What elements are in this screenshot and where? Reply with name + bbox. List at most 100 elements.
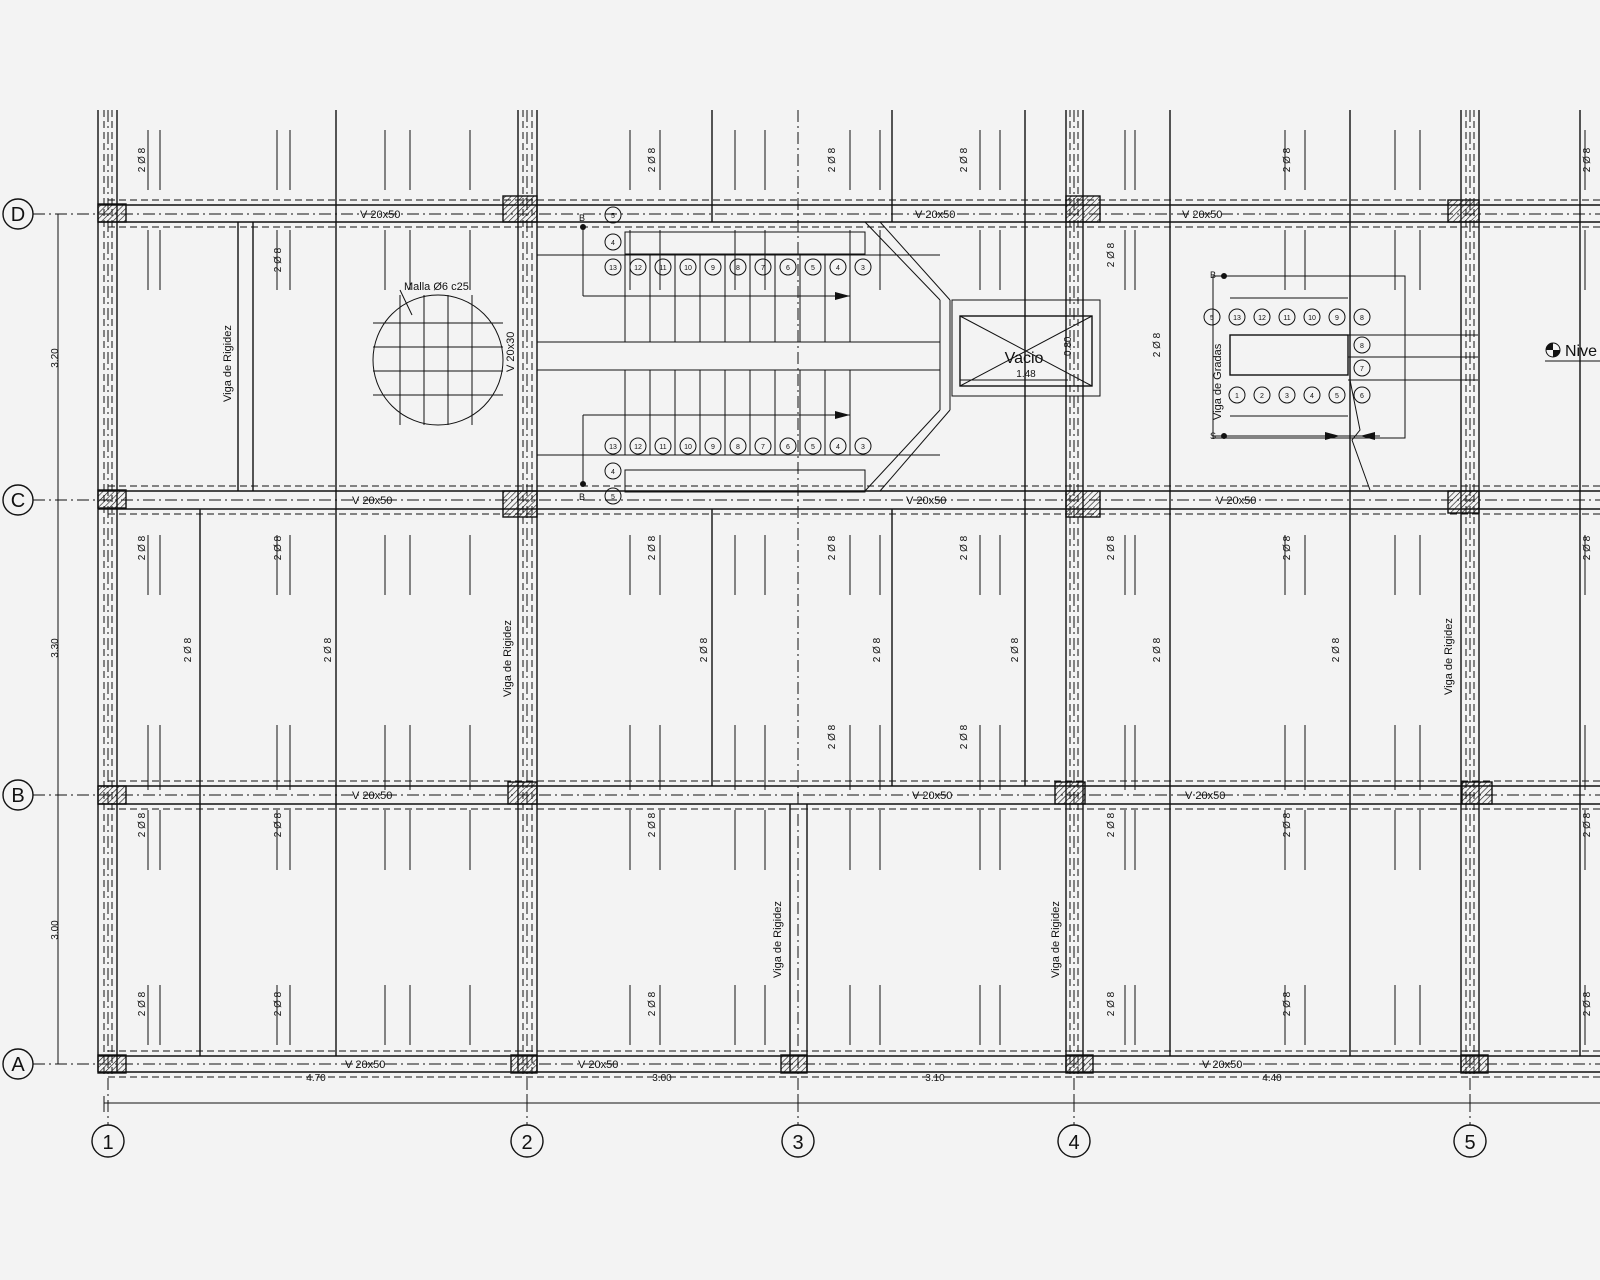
rebar-label: 2 Ø 8 [827, 535, 838, 560]
svg-text:8: 8 [736, 444, 740, 451]
col-label-4: 4 [1068, 1132, 1079, 1154]
col-bubble-4: 4 [1057, 1124, 1091, 1158]
svg-text:11: 11 [659, 265, 666, 272]
stair-mark-b: B [579, 213, 585, 223]
beam-label: V 20x50 [1202, 1059, 1242, 1071]
svg-text:7: 7 [1360, 366, 1364, 373]
dim-v-1: 3.20 [50, 348, 61, 368]
stair-mark-s: S [1210, 431, 1216, 441]
mesh-detail: Malla Ø6 c25 [372, 281, 504, 426]
col-label-2: 2 [521, 1132, 532, 1154]
mesh-label: Malla Ø6 c25 [404, 281, 469, 293]
step-number: 3 [854, 258, 872, 276]
stair-secondary: B S [1210, 270, 1478, 491]
rebar-label: 2 Ø 8 [273, 247, 284, 272]
svg-text:4: 4 [611, 469, 615, 476]
svg-text:7: 7 [761, 265, 765, 272]
beam-label: V 20x50 [352, 790, 392, 802]
svg-text:13: 13 [1233, 315, 1241, 322]
dim-h-2: 3.00 [652, 1073, 672, 1084]
beam-label: V 20x50 [345, 1059, 385, 1071]
step-number: 11 [654, 258, 672, 276]
beams [97, 110, 1600, 1073]
step-number: 1 [1228, 386, 1246, 404]
row-label-b: B [11, 785, 24, 807]
step-number: 2 [1253, 386, 1271, 404]
rebar-label: 2 Ø 8 [1282, 535, 1293, 560]
dim-v-3: 3.00 [50, 920, 61, 940]
void-label: Vacio [1005, 350, 1044, 367]
rebar-label: 2 Ø 8 [959, 724, 970, 749]
svg-text:4: 4 [611, 240, 615, 247]
rebar-label: 2 Ø 8 [872, 637, 883, 662]
rebar-label: 2 Ø 8 [1331, 637, 1342, 662]
svg-text:11: 11 [659, 444, 666, 451]
rebar-ticks [147, 130, 1586, 1045]
rebar-label: 2 Ø 8 [1152, 637, 1163, 662]
stair-mark-b: B [1210, 270, 1216, 280]
rebar-label: 2 Ø 8 [647, 812, 658, 837]
step-number: 3 [1278, 386, 1296, 404]
rebar-label: 2 Ø 8 [273, 812, 284, 837]
step-number: 5 [1328, 386, 1346, 404]
svg-text:9: 9 [711, 265, 715, 272]
svg-text:8: 8 [736, 265, 740, 272]
step-number: 9 [704, 258, 722, 276]
rebar-label: 2 Ø 8 [1106, 812, 1117, 837]
stiffening-beam-label: Viga de Rigidez [1443, 618, 1455, 695]
step-number: 12 [629, 437, 647, 455]
row-bubble-a: A [2, 1048, 34, 1080]
columns [97, 195, 1493, 1074]
step-number: 4 [829, 258, 847, 276]
rebar-label: 2 Ø 8 [273, 535, 284, 560]
step-number: 5 [1203, 308, 1221, 326]
stair-mark-b: B [579, 492, 585, 502]
dim-v-2: 3.30 [50, 638, 61, 658]
step-number: 11 [654, 437, 672, 455]
step-number: 11 [1278, 308, 1296, 326]
grid-axes [33, 110, 1600, 1125]
rebar-label: 2 Ø 8 [323, 637, 334, 662]
svg-text:3: 3 [861, 265, 865, 272]
step-number: 10 [1303, 308, 1321, 326]
beam-label: V 20x50 [1182, 209, 1222, 221]
svg-text:12: 12 [1258, 315, 1266, 322]
dimension-horizontal: 4.70 3.00 3.10 4.40 [103, 1073, 1600, 1112]
svg-text:3: 3 [1285, 393, 1289, 400]
stiffening-beam-label: Viga de Rigidez [222, 325, 234, 402]
rebar-label: 2 Ø 8 [273, 991, 284, 1016]
svg-text:9: 9 [1335, 315, 1339, 322]
col-label-3: 3 [792, 1132, 803, 1154]
beam-label: V 20x50 [915, 209, 955, 221]
level-marker: Nive [1545, 342, 1600, 362]
svg-text:4: 4 [836, 265, 840, 272]
rebar-label: 2 Ø 8 [1152, 332, 1163, 357]
rebar-label: 2 Ø 8 [647, 991, 658, 1016]
svg-text:6: 6 [786, 444, 790, 451]
row-label-d: D [11, 204, 25, 226]
level-label: Nive [1565, 343, 1597, 360]
void-width: 1.48 [1016, 369, 1036, 380]
rebar-label: 2 Ø 8 [1282, 812, 1293, 837]
beam-label: V 20x50 [360, 209, 400, 221]
svg-text:8: 8 [1360, 315, 1364, 322]
step-number: 3 [854, 437, 872, 455]
stair-beam-label: Viga de Gradas [1212, 343, 1224, 420]
step-number: 7 [754, 437, 772, 455]
step-number: 8 [1353, 336, 1371, 354]
step-number: 6 [1353, 386, 1371, 404]
step-number: 12 [629, 258, 647, 276]
step-number: 4 [1303, 386, 1321, 404]
beam-label-v2030: V 20x30 [505, 332, 517, 372]
step-number: 13 [1228, 308, 1246, 326]
void-height: 0.80 [1063, 336, 1074, 356]
beam-label: V 20x50 [906, 495, 946, 507]
beam-labels: V 20x50 V 20x50 V 20x50 V 20x50 V 20x50 … [222, 209, 1455, 1071]
svg-text:6: 6 [1360, 393, 1364, 400]
rebar-label: 2 Ø 8 [647, 147, 658, 172]
dim-h-4: 4.40 [1262, 1073, 1282, 1084]
stair-main: B B [537, 213, 951, 502]
rebar-label: 2 Ø 8 [137, 535, 148, 560]
